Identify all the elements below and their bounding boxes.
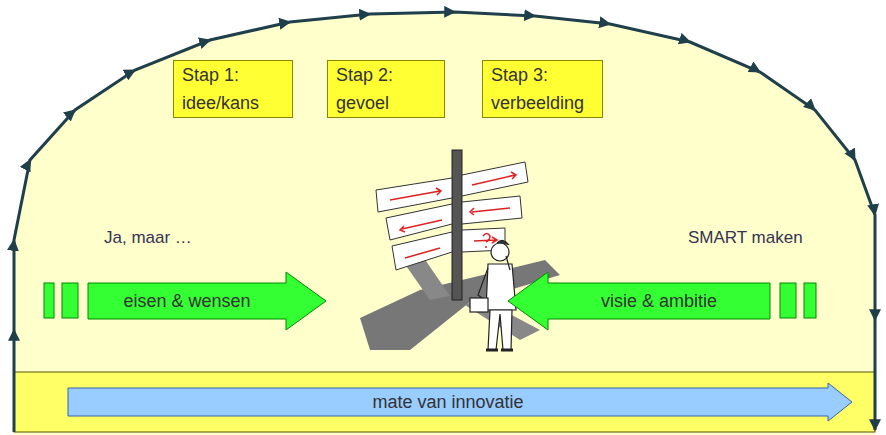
arrow-text: mate van innovatie [372,392,523,413]
arrow-outline [508,272,770,330]
side-note: Ja, maar … [104,228,192,248]
innovation-band [14,372,875,432]
step-heading: Stap 2: [336,61,436,89]
arrow-text: visie & ambitie [601,291,717,312]
step-box: Stap 2:gevoel [327,60,445,118]
step-text: idee/kans [182,89,284,117]
innovation-arrow: mate van innovatie [68,383,852,421]
step-box: Stap 3:verbeelding [482,60,603,118]
vision-arrow: visie & ambitie [508,272,770,330]
step-box: Stap 1:idee/kans [173,60,293,118]
requirements-arrow: eisen & wensen [88,272,326,330]
arrow-outline [88,272,326,330]
crossroads-figure [360,150,560,350]
step-heading: Stap 1: [182,61,284,89]
step-text: verbeelding [491,89,594,117]
arch-ground [14,12,875,435]
arch-cycle-arrows [14,12,875,432]
arrow-outline [68,383,852,421]
step-text: gevoel [336,89,436,117]
arrow-text: eisen & wensen [123,291,250,312]
step-heading: Stap 3: [491,61,594,89]
side-note: SMART maken [688,228,803,248]
